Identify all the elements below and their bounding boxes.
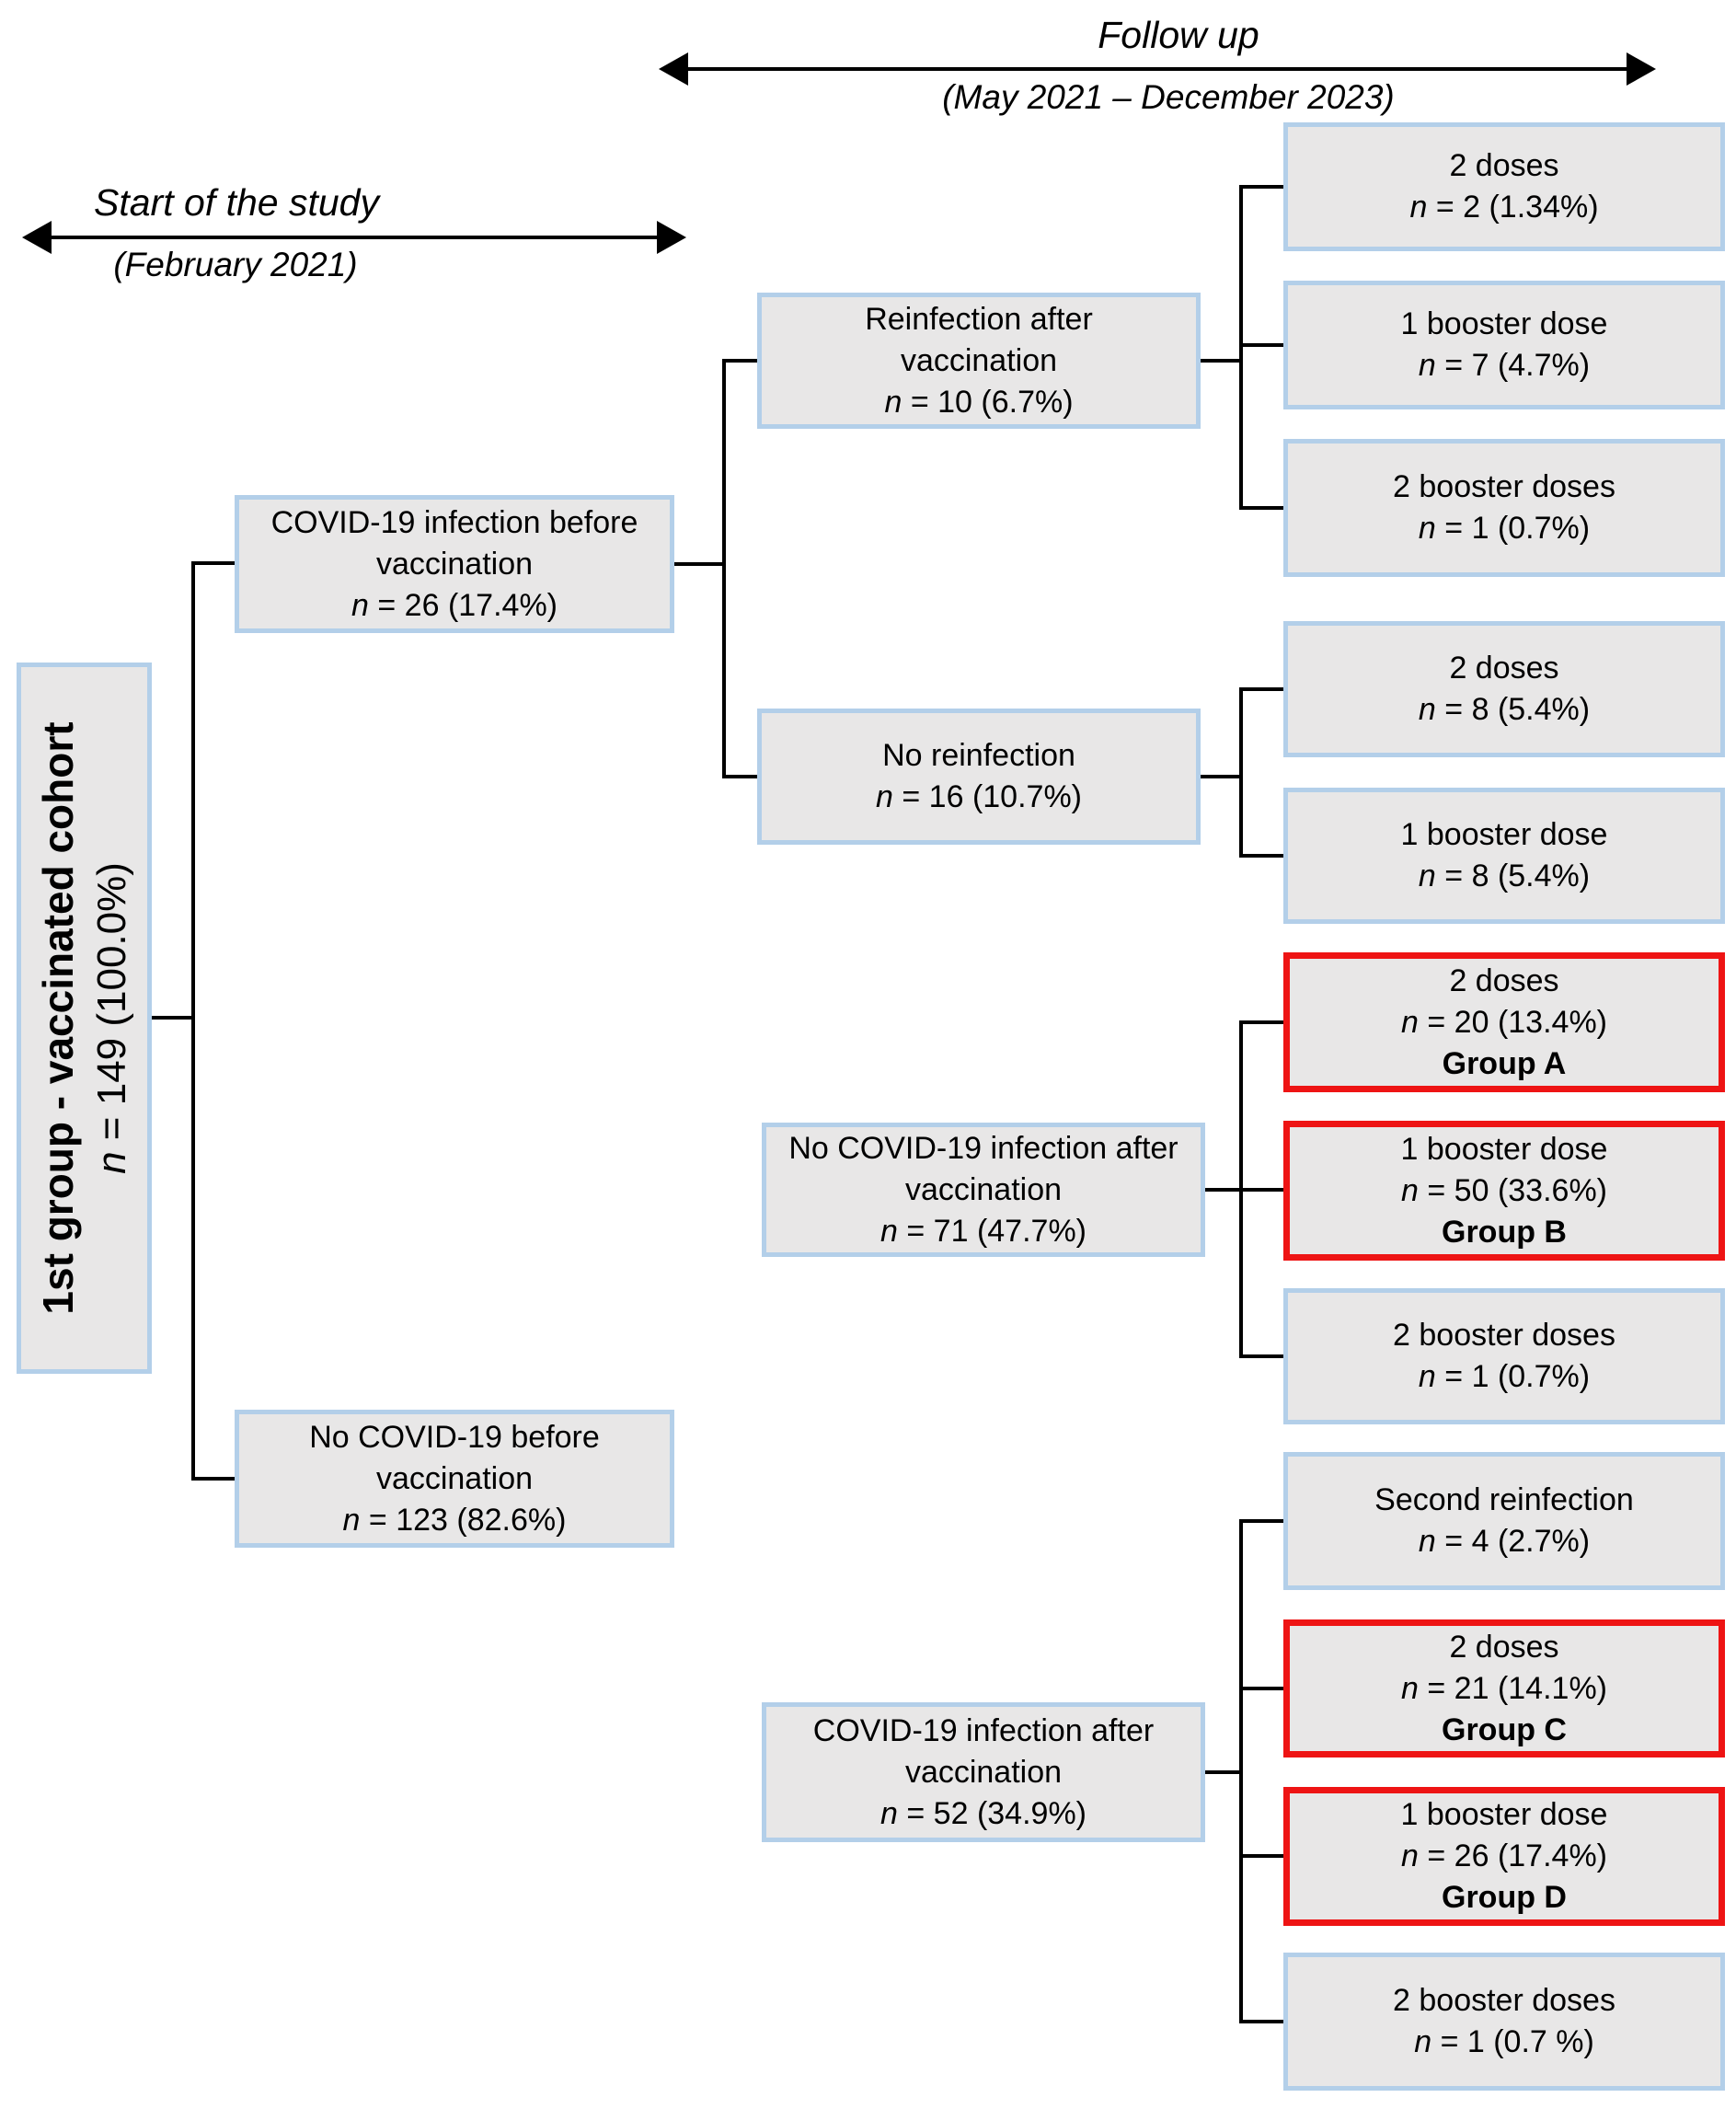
node-label: 2 doses	[1449, 651, 1559, 686]
followup-subtitle: (May 2021 – December 2023)	[942, 78, 1395, 116]
node-count: n = 1 (0.7 %)	[1414, 2024, 1594, 2059]
node-count: n = 20 (13.4%)	[1401, 1004, 1607, 1040]
no-reinfection-box: No reinfection n = 16 (10.7%)	[757, 709, 1201, 845]
node-count: n = 16 (10.7%)	[876, 779, 1082, 814]
node-count: n = 7 (4.7%)	[1418, 348, 1591, 383]
node-label: No COVID-19 before	[309, 1419, 600, 1455]
second-reinfection-box: Second reinfection n = 4 (2.7%)	[1283, 1452, 1725, 1590]
no-covid-infection-after-vaccination-box: No COVID-19 infection after vaccination …	[762, 1123, 1205, 1257]
group-d-box: 1 booster dose n = 26 (17.4%) Group D	[1283, 1787, 1725, 1926]
node-count: n = 71 (47.7%)	[880, 1213, 1086, 1249]
group-b-box: 1 booster dose n = 50 (33.6%) Group B	[1283, 1121, 1725, 1261]
noreinfection-2-doses-box: 2 doses n = 8 (5.4%)	[1283, 621, 1725, 757]
reinfection-2-booster-box: 2 booster doses n = 1 (0.7%)	[1283, 439, 1725, 577]
node-label: No reinfection	[882, 738, 1075, 773]
node-count: n = 52 (34.9%)	[880, 1795, 1086, 1831]
node-label: 2 doses	[1449, 1629, 1559, 1665]
followup-title: Follow up	[1098, 14, 1259, 56]
node-label: 2 booster doses	[1393, 469, 1615, 504]
cohort-root-count: n = 149 (100.0%)	[88, 862, 134, 1174]
no-covid-before-vaccination-box: No COVID-19 before vaccination n = 123 (…	[235, 1410, 674, 1548]
node-count: n = 10 (6.7%)	[884, 384, 1074, 420]
node-count: n = 123 (82.6%)	[342, 1502, 567, 1538]
node-label: 1 booster dose	[1400, 1131, 1608, 1167]
node-label-line2: vaccination	[900, 342, 1058, 378]
cohort-root-label: 1st group - vaccinated cohort	[33, 721, 82, 1315]
start-subtitle: (February 2021)	[113, 246, 358, 283]
covid-infection-after-vaccination-box: COVID-19 infection after vaccination n =…	[762, 1702, 1205, 1842]
node-label-line2: vaccination	[375, 546, 534, 582]
reinfection-after-vaccination-box: Reinfection after vaccination n = 10 (6.…	[757, 293, 1201, 429]
node-count: n = 1 (0.7%)	[1418, 1359, 1591, 1394]
noreinfection-1-booster-box: 1 booster dose n = 8 (5.4%)	[1283, 788, 1725, 924]
node-label: 2 doses	[1449, 962, 1559, 998]
node-count: n = 8 (5.4%)	[1418, 859, 1591, 893]
node-label: COVID-19 infection after	[812, 1712, 1155, 1748]
node-label: No COVID-19 infection after	[788, 1130, 1178, 1166]
cohort-root-box: 1st group - vaccinated cohort n = 149 (1…	[17, 663, 152, 1374]
node-label-line2: vaccination	[904, 1171, 1063, 1207]
followup-right-arrowhead	[1627, 52, 1656, 86]
cohort-root-rotated-text: 1st group - vaccinated cohort n = 149 (1…	[17, 663, 152, 1374]
noinfection-2-booster-box: 2 booster doses n = 1 (0.7%)	[1283, 1288, 1725, 1424]
study-start-arrow	[22, 221, 686, 254]
node-label: COVID-19 infection before	[270, 504, 638, 540]
tree-connectors	[150, 185, 1285, 2023]
node-count: n = 26 (17.4%)	[1401, 1838, 1607, 1873]
infection-2-booster-box: 2 booster doses n = 1 (0.7 %)	[1283, 1953, 1725, 2091]
node-label: 1 booster dose	[1400, 306, 1608, 341]
reinfection-1-booster-box: 1 booster dose n = 7 (4.7%)	[1283, 281, 1725, 409]
node-label: Reinfection after	[865, 301, 1093, 337]
node-count: n = 1 (0.7%)	[1418, 511, 1591, 546]
start-left-arrowhead	[22, 221, 52, 254]
node-count: n = 50 (33.6%)	[1401, 1172, 1607, 1208]
node-label: 1 booster dose	[1400, 817, 1608, 852]
node-label: 2 booster doses	[1393, 1318, 1615, 1353]
followup-left-arrowhead	[659, 52, 688, 86]
group-a-box: 2 doses n = 20 (13.4%) Group A	[1283, 952, 1725, 1092]
node-count: n = 4 (2.7%)	[1418, 1524, 1591, 1559]
node-count: n = 26 (17.4%)	[351, 587, 558, 623]
node-label: Second reinfection	[1374, 1482, 1634, 1517]
node-label: 2 booster doses	[1393, 1983, 1615, 2018]
node-count: n = 2 (1.34%)	[1409, 190, 1599, 225]
group-label: Group A	[1442, 1045, 1567, 1081]
group-label: Group B	[1442, 1214, 1567, 1250]
node-label: 2 doses	[1449, 148, 1559, 183]
reinfection-2-doses-box: 2 doses n = 2 (1.34%)	[1283, 122, 1725, 251]
followup-arrow	[659, 52, 1656, 86]
start-title: Start of the study	[94, 181, 379, 224]
group-label: Group C	[1442, 1711, 1567, 1747]
node-label-line2: vaccination	[375, 1460, 534, 1496]
node-count: n = 8 (5.4%)	[1418, 692, 1591, 727]
group-c-box: 2 doses n = 21 (14.1%) Group C	[1283, 1619, 1725, 1758]
node-label-line2: vaccination	[904, 1754, 1063, 1790]
start-right-arrowhead	[657, 221, 686, 254]
node-count: n = 21 (14.1%)	[1401, 1670, 1607, 1706]
node-label: 1 booster dose	[1400, 1797, 1608, 1832]
group-label: Group D	[1442, 1880, 1567, 1915]
covid-infection-before-vaccination-box: COVID-19 infection before vaccination n …	[235, 495, 674, 633]
